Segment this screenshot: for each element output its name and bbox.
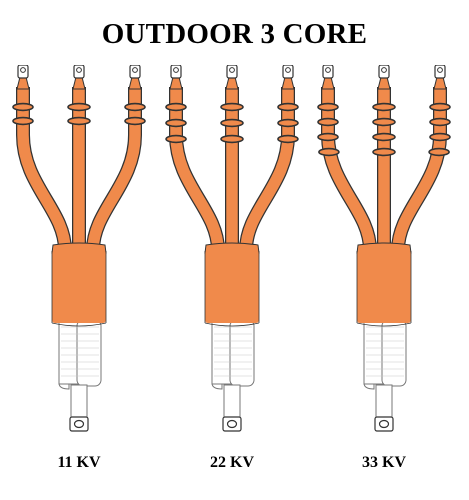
terminal-lug-hole (132, 67, 138, 73)
rain-shed (429, 117, 451, 127)
terminal-lug-hole (173, 67, 179, 73)
core-sleeve (17, 87, 71, 251)
earth-lug-hole (73, 419, 85, 429)
earth-lug-hole (226, 419, 238, 429)
core-top-taper (72, 76, 86, 90)
rain-shed (317, 102, 339, 112)
rain-shed (277, 134, 299, 144)
rain-shed (220, 102, 244, 112)
termination-kit-drawing (12, 65, 146, 432)
rain-shed (220, 134, 244, 144)
earth-lead (223, 384, 241, 422)
rain-shed (372, 132, 396, 142)
terminal-lug-hole (285, 67, 291, 73)
rain-shed (428, 147, 450, 157)
rain-shed (165, 118, 187, 128)
core-sleeve (87, 87, 141, 251)
rain-shed (317, 132, 339, 142)
rain-shed (372, 102, 396, 112)
rain-shed (429, 102, 451, 112)
terminal-lug-hole (229, 67, 235, 73)
termination-kit-drawing (317, 65, 451, 432)
kit-label-33kv: 33 KV (362, 454, 406, 471)
breakout-boot (52, 251, 106, 323)
rain-shed (67, 102, 91, 112)
earth-lug-hole (378, 419, 390, 429)
terminal-lug-hole (381, 67, 387, 73)
termination-kit-22kv (157, 65, 307, 445)
core-top-taper (321, 76, 335, 90)
kit-label-22kv: 22 KV (210, 454, 254, 471)
rain-shed (165, 134, 187, 144)
termination-kit-11kv (4, 65, 154, 445)
terminal-lug-hole (325, 67, 331, 73)
rain-shed (220, 118, 244, 128)
breakout-boot (357, 251, 411, 323)
rain-shed (12, 116, 34, 126)
boot-bottom-edge (356, 322, 412, 327)
rain-shed (372, 117, 396, 127)
kit-label-11kv: 11 KV (57, 454, 101, 471)
rain-shed (124, 102, 146, 112)
core-top-taper (281, 76, 295, 90)
rain-shed (277, 118, 299, 128)
rain-shed (124, 116, 146, 126)
terminal-lug-hole (20, 67, 26, 73)
boot-bottom-edge (204, 322, 260, 327)
rain-shed (277, 102, 299, 112)
breakout-boot (205, 251, 259, 323)
core-top-taper (377, 76, 391, 90)
termination-kit-33kv (309, 65, 459, 445)
boot-bottom-edge (51, 322, 107, 327)
core-top-taper (128, 76, 142, 90)
termination-kit-drawing (165, 65, 299, 432)
core-top-taper (16, 76, 30, 90)
rain-shed (67, 116, 91, 126)
rain-shed (165, 102, 187, 112)
earth-lead (70, 384, 88, 422)
page-title: OUTDOOR 3 CORE (101, 18, 368, 50)
terminal-lug-hole (76, 67, 82, 73)
core-top-taper (225, 76, 239, 90)
core-top-taper (169, 76, 183, 90)
rain-shed (429, 132, 451, 142)
core-top-taper (433, 76, 447, 90)
rain-shed (372, 147, 396, 157)
rain-shed (12, 102, 34, 112)
earth-lead (375, 384, 393, 422)
rain-shed (318, 147, 340, 157)
rain-shed (317, 117, 339, 127)
terminal-lug-hole (437, 67, 443, 73)
